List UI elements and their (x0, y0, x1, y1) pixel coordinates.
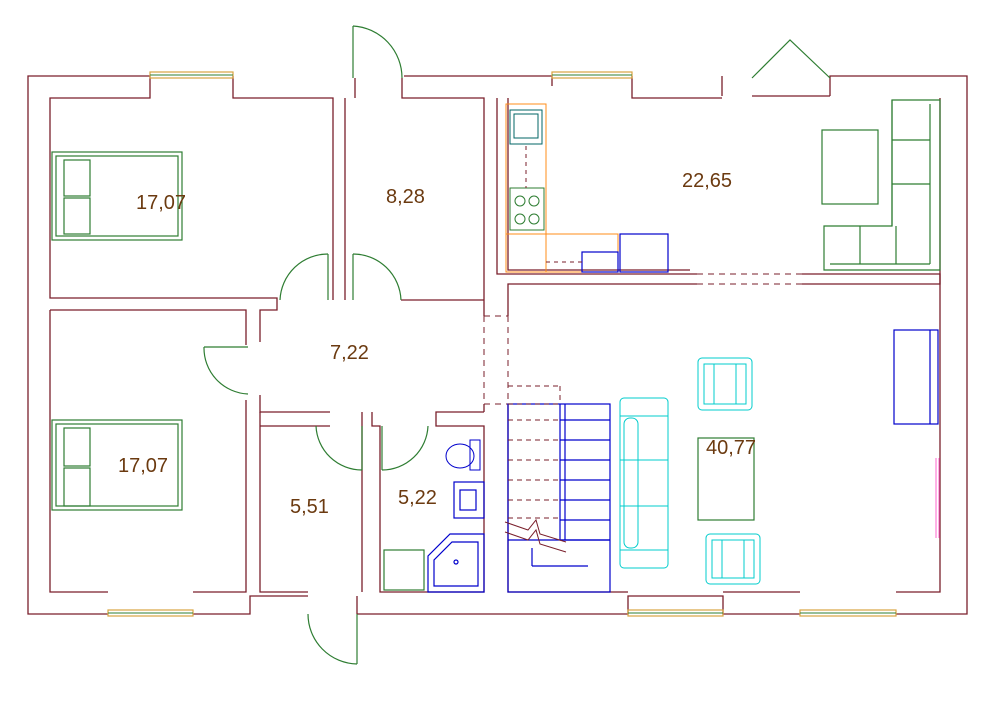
kitchen-dashes (525, 146, 582, 263)
bed-bottom (51, 419, 183, 511)
corner-sofa (823, 99, 941, 271)
armchair-bottom (705, 533, 761, 585)
stair-steps-dashed (508, 385, 561, 519)
toilet (445, 439, 481, 471)
sofa-long (619, 397, 669, 569)
area-label-corridor: 7,22 (330, 342, 369, 364)
stair-break (504, 518, 567, 553)
living-table (697, 437, 755, 521)
kitchen-sink (509, 109, 543, 145)
window-panes (108, 74, 896, 614)
bed-top (51, 151, 183, 241)
windows (107, 71, 897, 617)
washbasin (453, 481, 485, 519)
area-label-living-room: 40,77 (706, 437, 756, 459)
doors (203, 25, 831, 665)
washing-machine (383, 549, 425, 591)
coffee-table (821, 129, 879, 205)
area-label-bathroom: 5,22 (398, 487, 437, 509)
kitchen-stove (509, 187, 545, 231)
tv-cabinet (893, 329, 939, 425)
area-label-kitchen-living: 22,65 (682, 170, 732, 192)
armchair-top (697, 357, 753, 411)
opening-lines (483, 273, 802, 405)
area-label-bedroom-bottom: 17,07 (118, 455, 168, 477)
shower (427, 533, 485, 593)
area-label-hall-top: 8,28 (386, 186, 425, 208)
kitchen-appliance (581, 233, 669, 273)
radiator (935, 458, 940, 538)
walls (27, 75, 968, 615)
area-label-bedroom-top: 17,07 (136, 192, 186, 214)
area-label-storage: 5,51 (290, 496, 329, 518)
stairs (507, 403, 611, 593)
